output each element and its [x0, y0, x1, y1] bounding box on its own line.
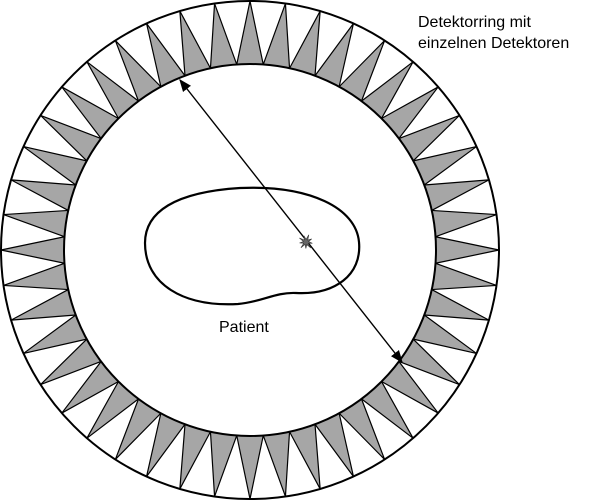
line-of-response-arrow: [179, 79, 403, 363]
patient-label: Patient: [219, 319, 269, 336]
detector-ring-label-line1: Detektorring mit: [418, 14, 531, 31]
detector-ring-label: Detektorring mit einzelnen Detektoren: [418, 12, 569, 54]
detector-ring-label-line2: einzelnen Detektoren: [418, 35, 570, 52]
annihilation-event-icon: [299, 234, 313, 249]
detector-ring-inner-circle: [63, 63, 437, 437]
